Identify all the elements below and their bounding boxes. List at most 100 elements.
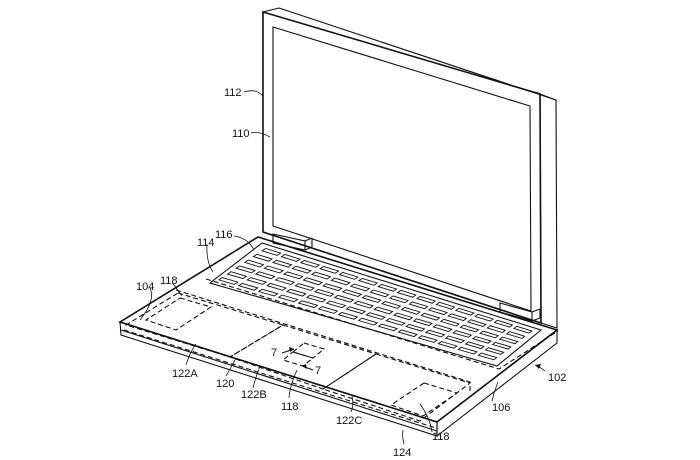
keyboard-key <box>337 311 359 320</box>
keyboard-key <box>498 336 519 345</box>
keyboard-key <box>237 282 259 291</box>
label-116: 116 <box>215 229 233 241</box>
keyboard-key <box>380 301 402 309</box>
label-104: 104 <box>136 281 154 293</box>
keyboard-key <box>457 346 478 355</box>
keyboard-key <box>226 271 248 280</box>
label-106: 106 <box>492 402 510 414</box>
keyboard-keys <box>217 247 533 361</box>
keyboard-key <box>271 259 293 268</box>
keyboard-key <box>302 277 324 286</box>
keyboard-key <box>397 329 419 338</box>
label-7-right: 7 <box>315 365 321 377</box>
label-122a: 122A <box>172 368 198 380</box>
keyboard-key <box>330 277 351 286</box>
keyboard-key <box>319 265 340 274</box>
keyboard-key <box>432 324 453 332</box>
keyboard-key <box>291 265 312 274</box>
label-102: 102 <box>548 372 566 384</box>
keyboard-key <box>479 330 500 339</box>
keyboard-key <box>493 319 514 328</box>
keyboard-border-dashed <box>205 278 559 370</box>
keyboard-key <box>474 313 495 322</box>
keyboard-key <box>427 307 449 316</box>
keyboard-key <box>357 277 379 286</box>
keyboard-key <box>310 271 332 280</box>
keyboard-key <box>263 265 285 274</box>
keyboard-key <box>274 277 296 285</box>
keyboard-key <box>254 271 276 280</box>
label-110: 110 <box>232 128 250 140</box>
keyboard-key <box>435 301 456 310</box>
keyboard-key <box>388 295 410 304</box>
region-122a <box>124 292 285 358</box>
sensor-118-middle-a <box>291 342 326 359</box>
label-114: 114 <box>197 237 215 249</box>
sensor-118-left <box>144 297 213 331</box>
sensor-118-right <box>389 382 459 417</box>
lid-top-edge <box>278 7 557 101</box>
keyboard-key <box>235 265 256 274</box>
keyboard-key <box>282 271 304 280</box>
base-lip-line <box>120 329 438 432</box>
keyboard-outline <box>208 242 543 367</box>
keyboard-key <box>491 341 512 350</box>
keyboard-key <box>412 318 433 327</box>
label-118-middle: 118 <box>281 401 299 413</box>
base-housing <box>118 236 559 438</box>
keyboard-key <box>261 247 282 256</box>
keyboard-key <box>444 335 466 344</box>
keyboard-key <box>424 329 446 338</box>
front-edge-dashed <box>123 329 437 429</box>
lid-top-edge-back <box>262 7 280 13</box>
keyboard-key <box>484 347 505 355</box>
label-122b: 122B <box>241 389 267 401</box>
keyboard-key <box>416 295 437 304</box>
label-120: 120 <box>216 378 234 390</box>
lid-outer-edge <box>262 10 542 325</box>
keyboard-key <box>305 294 327 303</box>
keyboard-key <box>477 352 498 361</box>
lid-side-edge <box>539 93 558 329</box>
keyboard-key <box>317 306 339 314</box>
keyboard-key <box>420 312 441 321</box>
keyboard-key <box>512 325 533 334</box>
keyboard-key <box>373 306 394 315</box>
section-markers <box>281 347 314 371</box>
palm-upper-dashed <box>175 289 471 392</box>
keyboard-key <box>280 253 301 262</box>
reference-numerals: 112 110 116 114 118 104 122A 120 122B 11… <box>136 87 566 459</box>
keyboard-key <box>322 283 343 292</box>
keyboard-key <box>471 336 492 344</box>
keyboard-key <box>294 283 315 291</box>
keyboard-key <box>357 317 379 326</box>
keyboard-key <box>345 306 367 315</box>
keyboard-key <box>285 288 307 297</box>
label-112: 112 <box>224 87 242 99</box>
keyboard-key <box>396 289 417 298</box>
keyboard-key <box>353 300 374 309</box>
keyboard-key <box>341 289 363 297</box>
keyboard-key <box>243 259 265 268</box>
keyboard-key <box>369 289 390 298</box>
keyboard-key <box>266 282 287 291</box>
keyboard-key <box>393 312 414 321</box>
hinges <box>272 233 541 322</box>
keyboard-key <box>365 312 386 320</box>
leader-lines <box>139 90 546 445</box>
keyboard-key <box>417 335 438 343</box>
keyboard-key <box>439 318 460 327</box>
display-lid <box>262 7 558 329</box>
keyboard-key <box>313 288 335 297</box>
keyboard-key <box>252 253 274 262</box>
keyboard-key <box>454 307 475 316</box>
label-118-top: 118 <box>160 275 178 287</box>
keyboard-key <box>447 313 468 322</box>
keyboard-key <box>400 306 421 315</box>
label-118-bottom: 118 <box>432 431 450 443</box>
keyboard-key <box>333 294 355 303</box>
display-screen <box>272 26 532 312</box>
label-122c: 122C <box>336 415 362 427</box>
keyboard-key <box>408 301 429 310</box>
